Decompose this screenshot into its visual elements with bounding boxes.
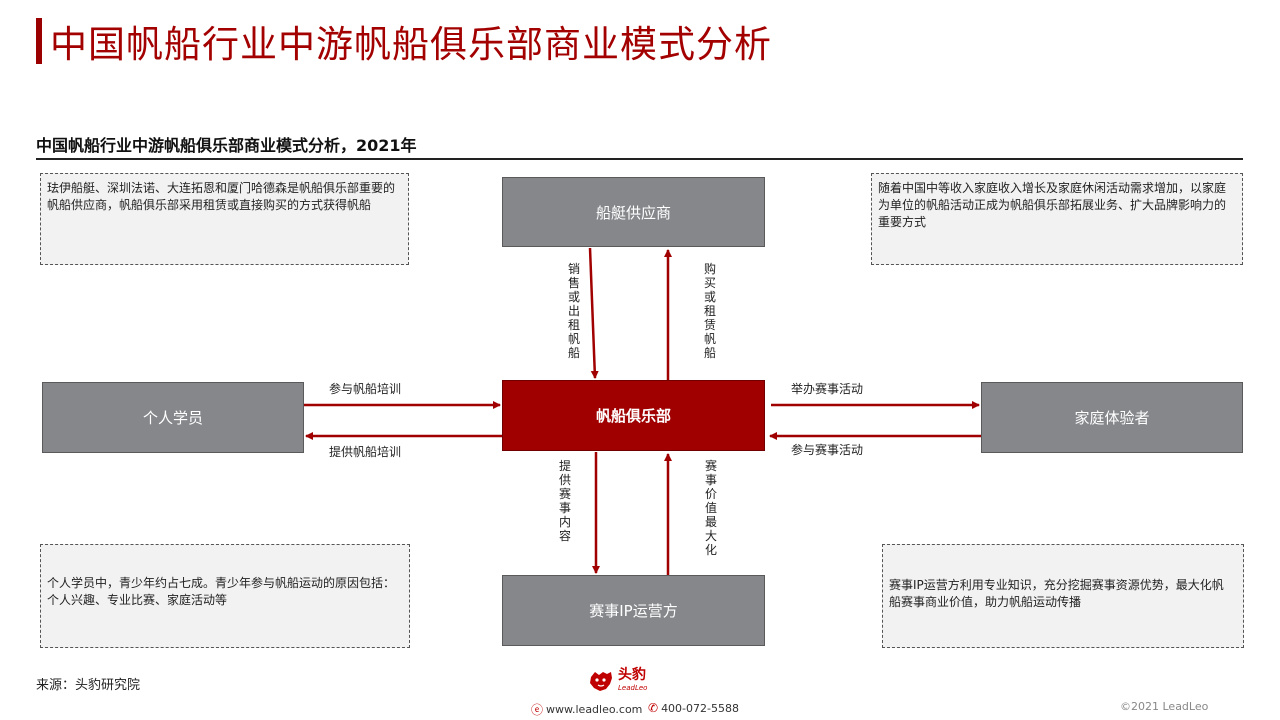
phone-contact: ✆ 400-072-5588 (648, 701, 739, 715)
note-bottom-left: 个人学员中，青少年约占七成。青少年参与帆船运动的原因包括：个人兴趣、专业比赛、家… (40, 544, 410, 648)
logo-text-en: LeadLeo (618, 684, 648, 692)
arrow-supplier-to-club (588, 247, 599, 379)
label-supplier-to-club: 销售或出租帆船 (567, 262, 580, 360)
node-supplier: 船艇供应商 (502, 177, 765, 247)
copyright: ©2021 LeadLeo (1120, 700, 1209, 713)
label-club-to-supplier: 购买或租赁帆船 (703, 262, 716, 360)
diagram-subtitle: 中国帆船行业中游帆船俱乐部商业模式分析，2021年 (36, 136, 417, 155)
title-accent-bar (36, 18, 42, 64)
page-title: 中国帆船行业中游帆船俱乐部商业模式分析 (50, 23, 772, 66)
web-icon: ⓔ (531, 703, 544, 717)
logo-text-cn: 头豹 (618, 667, 646, 683)
label-student-to-club: 参与帆船培训 (329, 382, 402, 396)
website-link[interactable]: ⓔ www.leadleo.com (531, 701, 642, 718)
brand-logo: 头豹 LeadLeo (588, 668, 647, 694)
label-ip-to-club: 赛事价值最大化 (704, 459, 717, 557)
node-club: 帆船俱乐部 (502, 380, 765, 451)
label-club-to-ip: 提供赛事内容 (558, 459, 571, 543)
label-family-to-club: 参与赛事活动 (791, 443, 864, 457)
source-note: 来源：头豹研究院 (36, 678, 141, 693)
node-ip-operator: 赛事IP运营方 (502, 575, 765, 646)
label-club-to-student: 提供帆船培训 (329, 445, 402, 459)
node-student: 个人学员 (42, 382, 304, 453)
note-top-left: 珐伊船艇、深圳法诺、大连拓恩和厦门哈德森是帆船俱乐部重要的帆船供应商，帆船俱乐部… (40, 173, 409, 265)
leopard-head-icon (590, 672, 612, 691)
subtitle-divider (36, 158, 1243, 160)
note-top-right: 随着中国中等收入家庭收入增长及家庭休闲活动需求增加，以家庭为单位的帆船活动正成为… (871, 173, 1243, 265)
website-text: www.leadleo.com (546, 703, 643, 716)
node-family: 家庭体验者 (981, 382, 1243, 453)
phone-text: 400-072-5588 (661, 701, 739, 715)
note-bottom-right: 赛事IP运营方利用专业知识，充分挖掘赛事资源优势，最大化帆船赛事商业价值，助力帆… (882, 544, 1244, 648)
phone-icon: ✆ (648, 701, 659, 715)
label-club-to-family: 举办赛事活动 (791, 382, 864, 396)
